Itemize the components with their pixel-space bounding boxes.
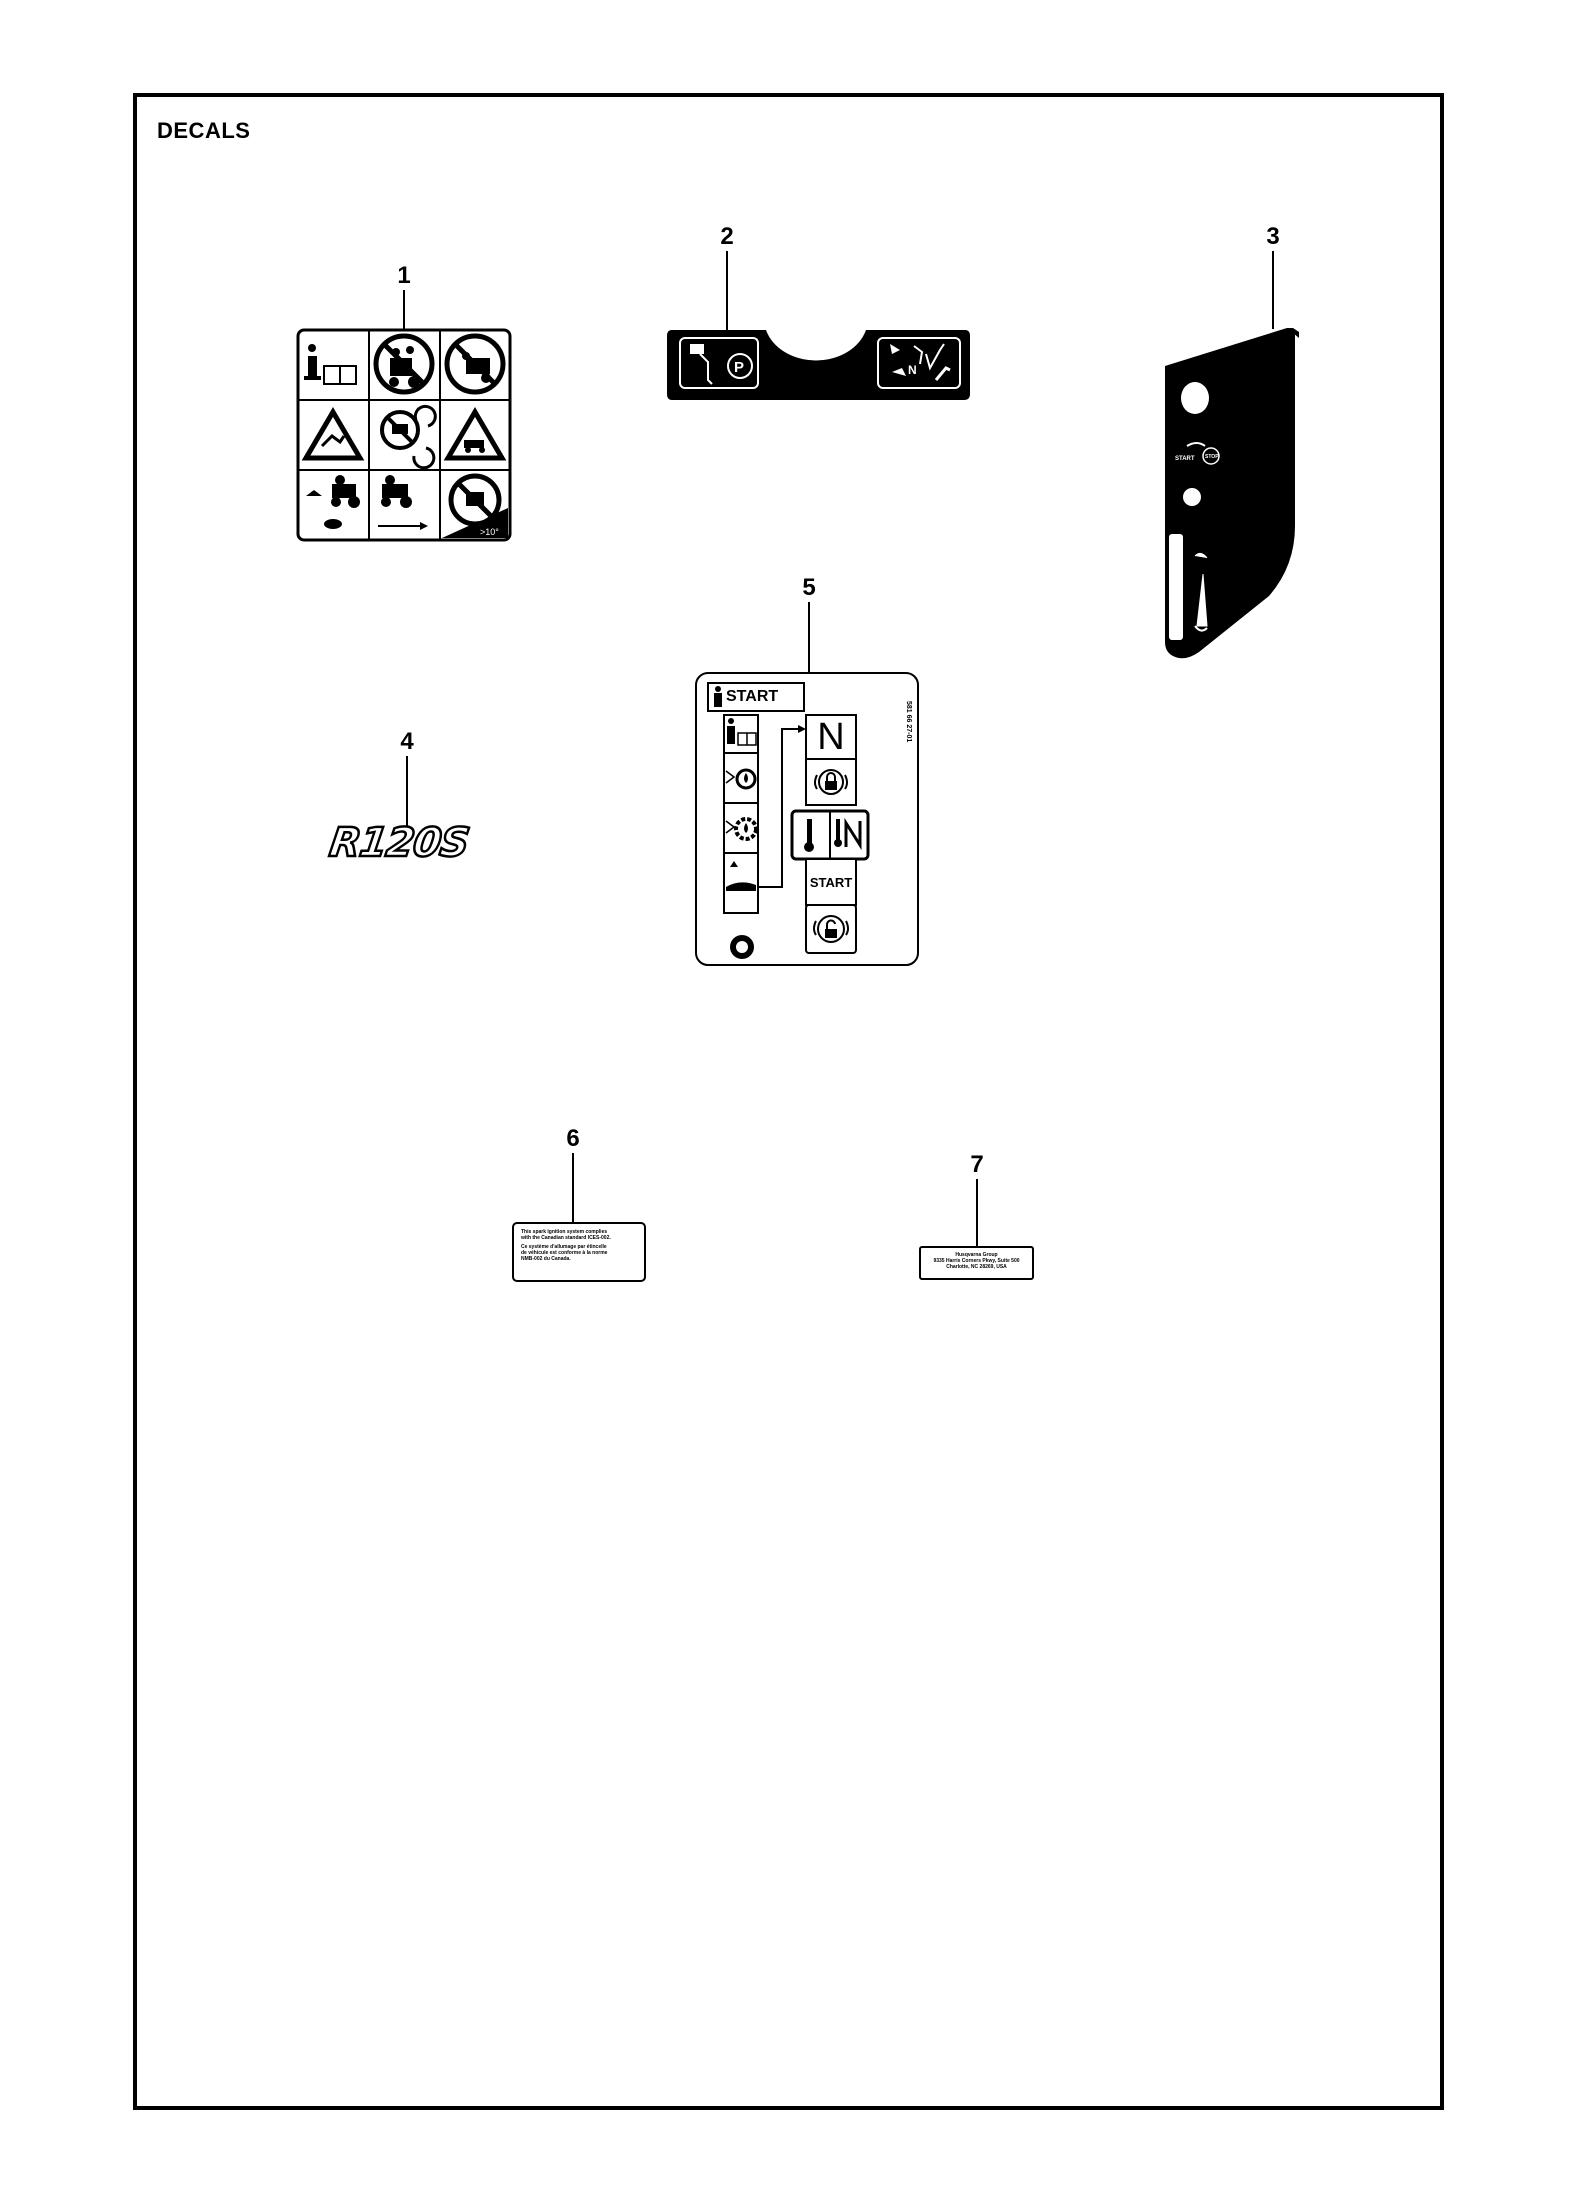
start-header-label: START <box>726 688 779 705</box>
callout-6: 6 <box>566 1125 580 1152</box>
decal-2-brake-neutral: P N <box>667 330 970 400</box>
oil-icon <box>734 817 758 841</box>
leader-4 <box>406 756 408 826</box>
compliance-line-3: Ce système d'allumage par étincelle <box>521 1244 607 1250</box>
leader-3 <box>1272 251 1274 329</box>
compliance-line-4: de véhicule est conforme à la norme <box>521 1250 608 1256</box>
address-line-2: 9335 Harris Corners Pkwy, Suite 500 <box>933 1258 1020 1264</box>
compliance-line-2: with the Canadian standard ICES-002. <box>521 1235 611 1241</box>
info-icon <box>728 718 734 724</box>
callout-7: 7 <box>970 1151 984 1178</box>
svg-text:P: P <box>734 359 744 376</box>
key-hole <box>1183 488 1201 506</box>
decal-7-address-label: Husqvarna Group 9335 Harris Corners Pkwy… <box>919 1246 1034 1280</box>
turtle-icon <box>1194 625 1208 632</box>
stop-text: STOP <box>1205 454 1219 460</box>
decal-1-safety-grid: >10° <box>296 328 512 542</box>
no-reverse-mowing-icon <box>380 404 437 470</box>
callout-2: 2 <box>720 223 734 250</box>
speed-turtle-icon <box>306 475 360 529</box>
stop-icon <box>1202 447 1220 465</box>
unlock-icon <box>817 915 845 943</box>
mower-low-icon <box>730 861 738 867</box>
throttle-icon <box>1194 552 1208 627</box>
leader-2 <box>726 251 728 333</box>
speed-arrow-icon <box>378 475 428 530</box>
neutral-small-icon <box>844 817 862 851</box>
compliance-line-1: This spark ignition system complies <box>521 1229 608 1235</box>
pedal-icon <box>690 344 704 354</box>
no-passengers-icon <box>373 333 435 395</box>
page-title: DECALS <box>157 118 251 143</box>
no-slopes-icon: >10° <box>442 473 508 538</box>
choke-knob-hole <box>1181 382 1209 414</box>
start-step-label: START <box>809 875 853 890</box>
parking-brake-icon <box>727 353 753 379</box>
leader-5 <box>808 602 810 674</box>
slope-label: >10° <box>480 527 499 537</box>
leader-6 <box>572 1153 574 1224</box>
decal-5-graphics <box>695 672 919 966</box>
callout-5: 5 <box>802 574 816 601</box>
thermometer-icon <box>807 819 812 845</box>
decal-4-model-name: R120S <box>326 819 473 868</box>
direction-arrows-icon <box>890 344 906 376</box>
address-line-1: Husqvarna Group <box>955 1252 998 1258</box>
decal-3-throttle-panel: START STOP <box>1165 328 1299 659</box>
decal-6-compliance-label: This spark ignition system complies with… <box>512 1222 646 1282</box>
callout-4: 4 <box>400 728 414 755</box>
leader-1 <box>403 290 405 330</box>
fuel-icon <box>735 768 757 790</box>
warning-thrown-objects-icon <box>443 407 507 461</box>
callout-3: 3 <box>1266 223 1280 250</box>
decal-5-start-instructions: START N START 581 66 27-01 <box>694 671 920 967</box>
page-frame <box>133 93 1444 2110</box>
leader-7 <box>976 1179 978 1247</box>
warning-blade-icon <box>301 407 365 461</box>
info-manual-icon <box>304 344 357 385</box>
svg-text:N: N <box>908 363 917 377</box>
callout-1: 1 <box>397 262 411 289</box>
manual-icon <box>737 732 757 746</box>
compliance-line-5: NMB-002 du Canada. <box>521 1256 571 1262</box>
throttle-slot <box>1169 534 1183 640</box>
no-children-icon <box>444 333 506 395</box>
start-text: START <box>1175 456 1195 462</box>
neutral-label: N <box>817 716 845 758</box>
address-line-3: Charlotte, NC 28269, USA <box>946 1264 1007 1270</box>
decal-serial: 581 66 27-01 <box>905 701 912 743</box>
lock-icon <box>818 769 844 795</box>
